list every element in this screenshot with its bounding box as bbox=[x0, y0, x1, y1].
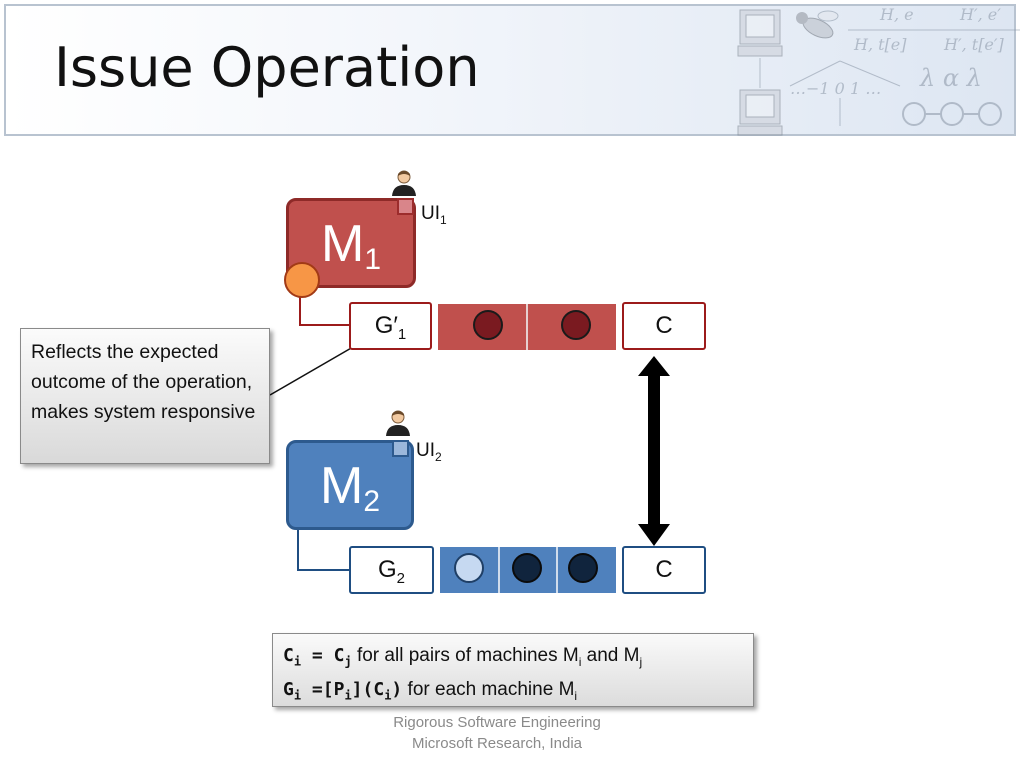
queue-m1 bbox=[438, 304, 616, 350]
ui2-label: UI2 bbox=[416, 440, 442, 464]
title-banner bbox=[4, 4, 1016, 136]
deco-rule2-right: H′, t[e′] bbox=[943, 35, 1005, 54]
slide-title: Issue Operation bbox=[54, 36, 480, 99]
orange-circle-marker bbox=[284, 262, 320, 298]
m1-to-g1-line bbox=[299, 292, 350, 326]
ui1-label: UI1 bbox=[421, 203, 447, 227]
queue-divider bbox=[526, 304, 528, 350]
deco-greek: λ α λ bbox=[919, 64, 982, 92]
formula-line-1: Ci = Cj for all pairs of machines Mi and… bbox=[283, 645, 643, 669]
computer-icon bbox=[737, 89, 783, 136]
m2-to-g2-line bbox=[297, 530, 350, 571]
computer-icon bbox=[737, 9, 783, 57]
deco-rule2-left: H, t[e] bbox=[853, 35, 907, 54]
queue-divider bbox=[498, 547, 500, 593]
deco-rule1-right: H′, e′ bbox=[959, 6, 1001, 24]
note-callout: Reflects the expected outcome of the ope… bbox=[20, 328, 270, 464]
queue-m2 bbox=[440, 547, 616, 593]
machine-m1-label: M1 bbox=[320, 215, 381, 276]
machine-m2-label: M2 bbox=[319, 457, 380, 518]
user-icon bbox=[386, 410, 410, 436]
g2-box: G2 bbox=[349, 546, 434, 594]
footer-line-1: Rigorous Software Engineering bbox=[393, 714, 601, 731]
fly-icon bbox=[796, 10, 839, 39]
c-box-top: C bbox=[622, 302, 706, 350]
c-box-bottom: C bbox=[622, 546, 706, 594]
g1-box: G′1 bbox=[349, 302, 432, 350]
sync-double-arrow bbox=[638, 356, 670, 546]
ui2-square bbox=[392, 440, 409, 457]
deco-rule1-left: H, e bbox=[879, 6, 914, 24]
decorative-graphic: H, e H′, e′ H, t[e] H′, t[e′] …−1 0 1 … … bbox=[737, 6, 1020, 136]
footer-line-2: Microsoft Research, India bbox=[411, 735, 583, 752]
queue-divider bbox=[556, 547, 558, 593]
formula-line-2: Gi =[Pi](Ci) for each machine Mi bbox=[283, 678, 578, 703]
deco-scale: …−1 0 1 … bbox=[790, 79, 881, 98]
queue-item bbox=[561, 310, 591, 340]
queue-item bbox=[512, 553, 542, 583]
user-icon bbox=[392, 170, 416, 196]
ui1-square bbox=[397, 198, 414, 215]
slide-footer: Rigorous Software Engineering Microsoft … bbox=[312, 712, 682, 754]
formula-box: Ci = Cj for all pairs of machines Mi and… bbox=[272, 633, 754, 707]
queue-item bbox=[454, 553, 484, 583]
queue-item bbox=[568, 553, 598, 583]
queue-item bbox=[473, 310, 503, 340]
